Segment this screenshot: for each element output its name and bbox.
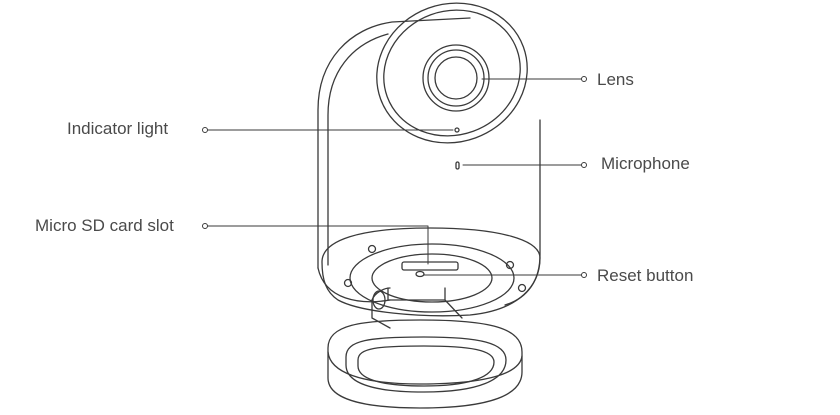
leader-indicator-light bbox=[202, 127, 454, 133]
lens-label: Lens bbox=[597, 70, 634, 89]
reset-button bbox=[415, 270, 425, 278]
camera-bottom-face bbox=[321, 227, 541, 317]
leader-micro-sd-card-slot bbox=[202, 223, 429, 265]
microphone-label: Microphone bbox=[601, 154, 690, 173]
microphone-hole bbox=[455, 161, 460, 170]
magnetic-base bbox=[327, 319, 523, 409]
indicator-light-label: Indicator light bbox=[67, 119, 169, 138]
stand-hinge bbox=[371, 287, 463, 329]
lens bbox=[422, 44, 490, 112]
indicator-light bbox=[454, 127, 460, 133]
micro-sd-card-slot bbox=[401, 261, 459, 271]
base-ring bbox=[349, 243, 515, 313]
reset-button-label: Reset button bbox=[597, 266, 694, 285]
micro-sd-card-slot-label: Micro SD card slot bbox=[35, 216, 174, 235]
camera-head bbox=[376, 2, 528, 144]
leader-microphone bbox=[462, 162, 587, 168]
leader-lens bbox=[481, 76, 587, 82]
leader-lines bbox=[202, 76, 587, 278]
leader-reset-button bbox=[423, 272, 587, 278]
